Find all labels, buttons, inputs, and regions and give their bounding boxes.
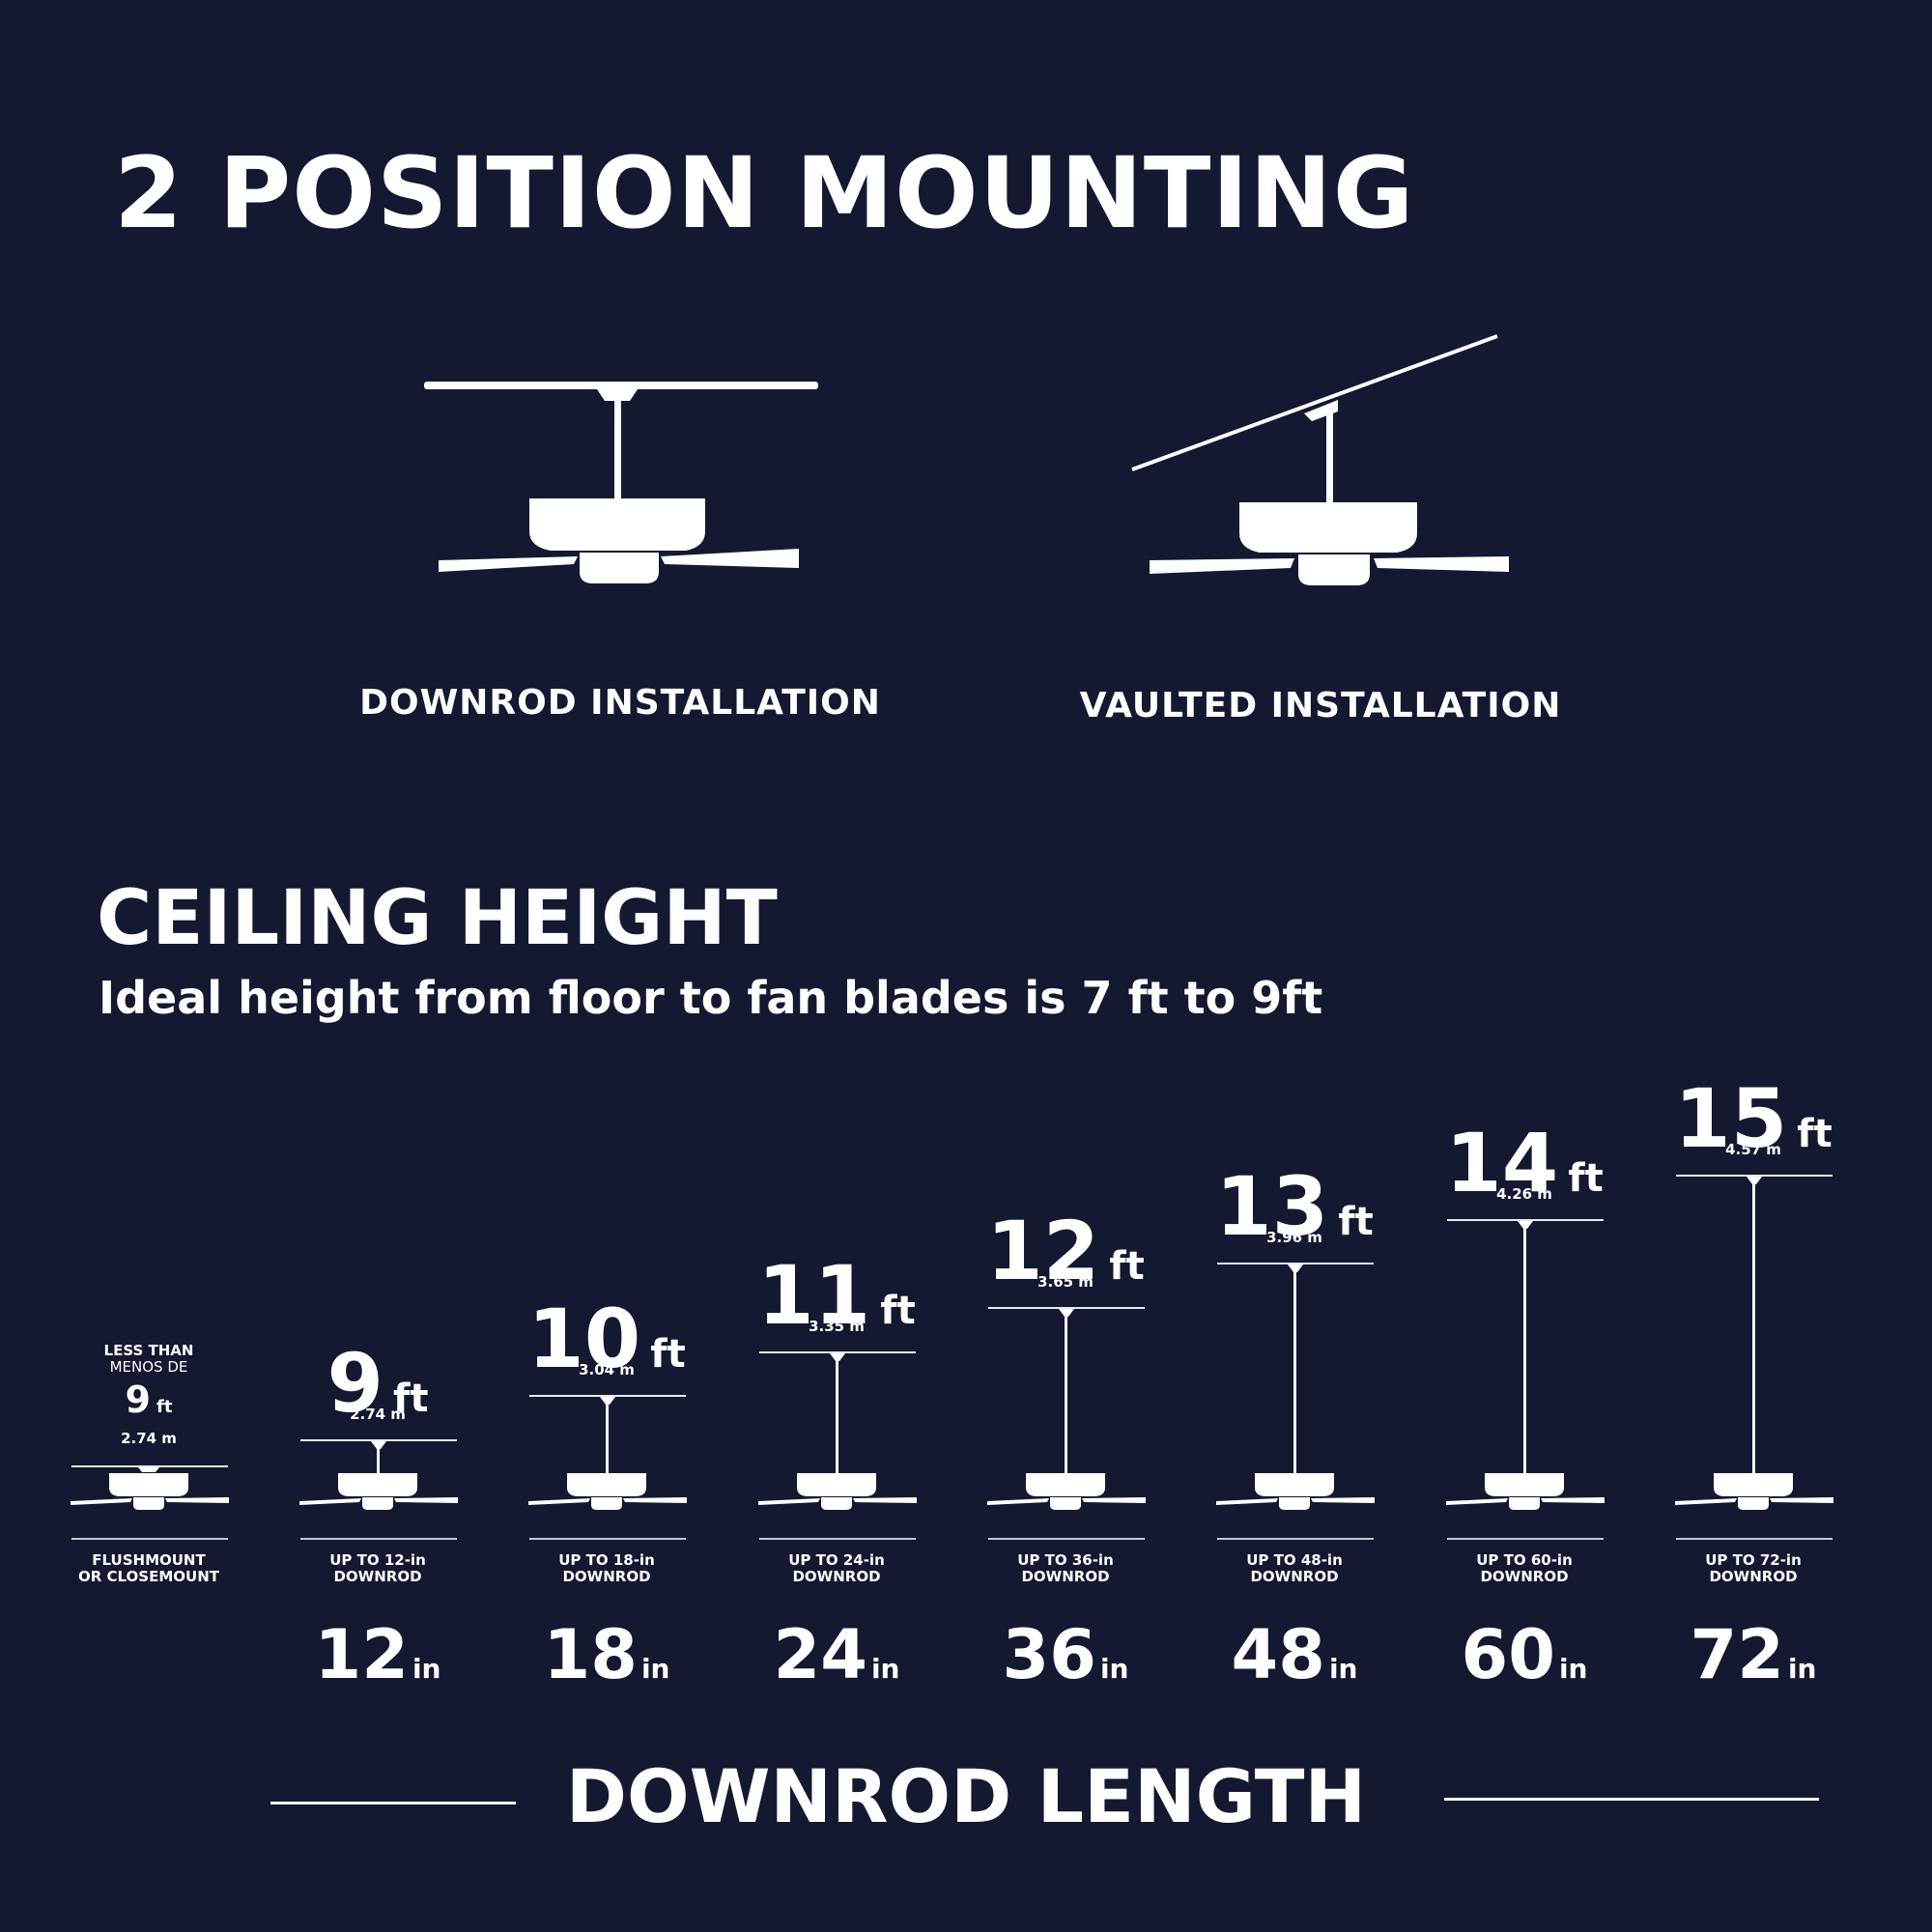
page-title: 2 POSITION MOUNTING [114, 136, 1415, 251]
ceiling-height-meters: 4.26 m [1496, 1185, 1552, 1203]
ceiling-line [1447, 1219, 1604, 1221]
downrod [1752, 1182, 1755, 1473]
downrod-ceiling-fan-icon [424, 382, 818, 583]
ceiling-fan-icon [1446, 1221, 1605, 1510]
downrod [1065, 1315, 1067, 1473]
downrod [377, 1447, 380, 1473]
floor-line [1676, 1538, 1833, 1540]
ceiling-line [71, 1465, 228, 1467]
ceiling-fan-icon [528, 1397, 687, 1510]
menos-de-label: MENOS DE [109, 1358, 188, 1376]
floor-line [988, 1538, 1145, 1540]
ceiling-fan-icon [987, 1309, 1146, 1510]
ceiling-height-subtitle: Ideal height from floor to fan blades is… [99, 972, 1323, 1024]
ceiling-line [300, 1439, 457, 1441]
downrod [606, 1403, 609, 1473]
ceiling-height-meters: 4.57 m [1725, 1141, 1781, 1158]
vaulted-ceiling-fan-icon [1131, 334, 1509, 585]
ceiling-height-meters: 3.65 m [1037, 1273, 1094, 1291]
ceiling-line [529, 1395, 686, 1397]
ceiling-fan-icon [71, 1467, 229, 1510]
ceiling-height-title: CEILING HEIGHT [97, 875, 778, 962]
ceiling-fan-icon [1675, 1177, 1833, 1510]
divider-left [270, 1802, 516, 1804]
floor-line [759, 1538, 916, 1540]
ceiling-fan-icon [299, 1441, 458, 1510]
ceiling-fan-icon [1216, 1264, 1375, 1510]
ceiling-height-meters: 2.74 m [121, 1430, 177, 1447]
downrod [1523, 1227, 1526, 1473]
floor-line [1447, 1538, 1604, 1540]
ceiling-fan-icon [758, 1353, 917, 1510]
ceiling-line [1676, 1175, 1833, 1177]
ceiling-height-meters: 3.35 m [809, 1318, 865, 1335]
ceiling-line [1217, 1263, 1374, 1264]
downrod-installation-label: DOWNROD INSTALLATION [359, 683, 881, 723]
divider-right [1444, 1798, 1819, 1801]
ceiling-line [759, 1351, 916, 1353]
floor-line [71, 1538, 228, 1540]
mount-type-label: FLUSHMOUNT OR CLOSEMOUNT [77, 1551, 219, 1585]
less-than-label: LESS THAN [103, 1342, 194, 1359]
floor-line [1217, 1538, 1374, 1540]
downrod [1293, 1270, 1296, 1473]
ceiling-height-meters: 3.04 m [579, 1361, 635, 1378]
floor-line [529, 1538, 686, 1540]
downrod [836, 1359, 838, 1473]
floor-line [300, 1538, 457, 1540]
ceiling-line [988, 1307, 1145, 1309]
vaulted-installation-label: VAULTED INSTALLATION [1079, 686, 1562, 725]
downrod-length-title: DOWNROD LENGTH [565, 1753, 1367, 1839]
ceiling-height-meters: 2.74 m [350, 1406, 406, 1423]
ceiling-height-meters: 3.96 m [1266, 1229, 1322, 1246]
